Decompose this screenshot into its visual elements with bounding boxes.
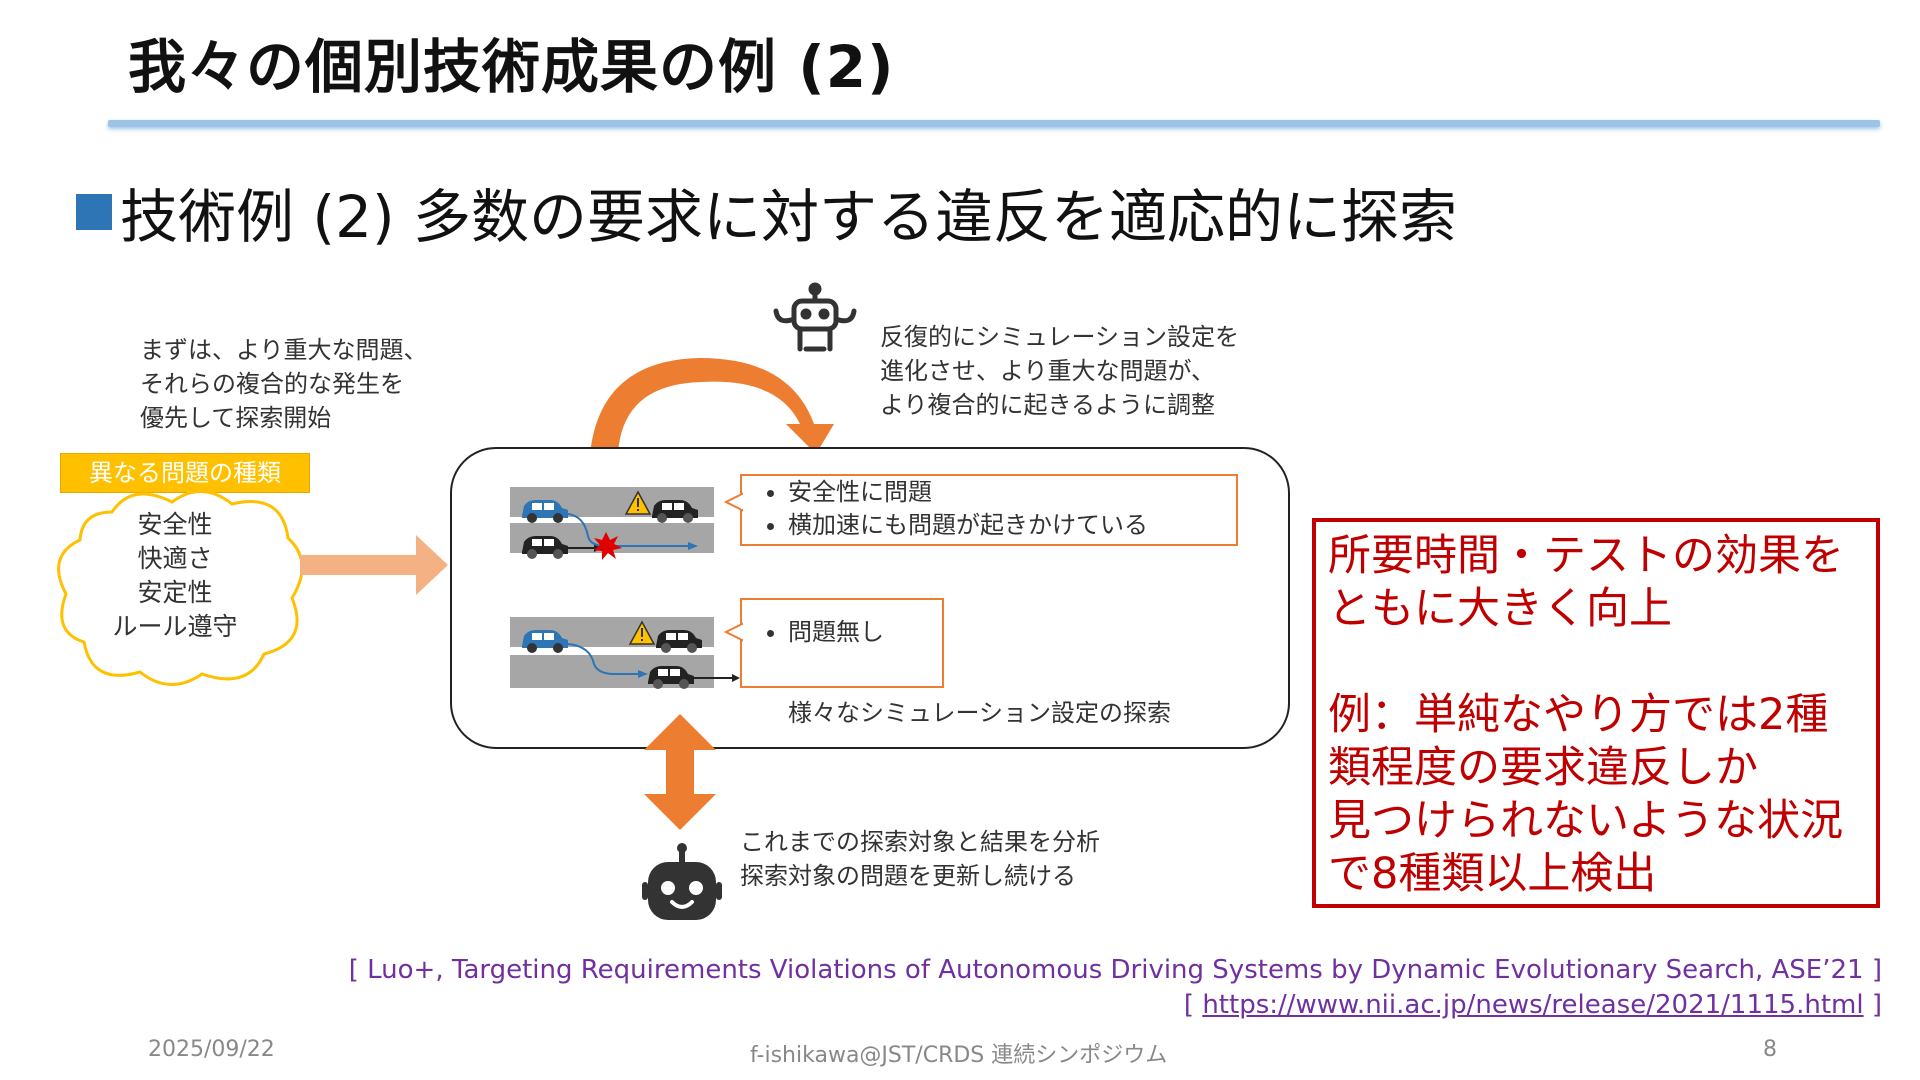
bullet-square-icon (76, 194, 112, 230)
footer-date: 2025/09/22 (148, 1037, 275, 1062)
note-left: まずは、より重大な問題、 それらの複合的な発生を 優先して探索開始 (140, 336, 428, 432)
problem-types-label: 異なる問題の種類 (60, 453, 310, 493)
car-icon (648, 666, 694, 689)
callout1-pointer (723, 492, 745, 512)
bullet-heading-text: 技術例 (2) 多数の要求に対する違反を適応的に探索 (120, 183, 1458, 251)
page-title: 我々の個別技術成果の例 (2) (128, 33, 895, 101)
title-divider (108, 120, 1880, 127)
callout-item: 横加速にも問題が起きかけている (788, 509, 1236, 542)
callout-no-issue: 問題無し (740, 598, 944, 688)
reference-url: [ https://www.nii.ac.jp/news/release/202… (1184, 990, 1882, 1020)
car-icon (522, 630, 568, 653)
car-icon (522, 536, 568, 559)
scenario1-graphic (522, 490, 698, 560)
input-arrow-icon (300, 535, 448, 595)
scenario2-graphic (522, 620, 740, 689)
warning-icon (628, 620, 656, 645)
car-icon (652, 500, 698, 523)
warning-icon (624, 490, 652, 515)
callout-item: 安全性に問題 (788, 476, 1236, 509)
exploration-label: 様々なシミュレーション設定の探索 (788, 699, 1172, 727)
car-icon (656, 630, 702, 653)
reference-link[interactable]: https://www.nii.ac.jp/news/release/2021/… (1202, 990, 1864, 1020)
callout-item: 問題無し (788, 616, 942, 649)
footer-page-number: 8 (1763, 1037, 1777, 1062)
collision-icon (594, 532, 622, 560)
car-icon (522, 500, 568, 523)
reference-bracket-close: ] (1863, 990, 1882, 1020)
problem-types-list: 安全性 快適さ 安定性 ルール遵守 (112, 510, 238, 641)
footer-author: f-ishikawa@JST/CRDS 連続シンポジウム (750, 1043, 1168, 1068)
robot-antenna-icon (773, 282, 857, 352)
callout-safety-issue: 安全性に問題 横加速にも問題が起きかけている (740, 474, 1238, 546)
bullet-heading: 技術例 (2) 多数の要求に対する違反を適応的に探索 (76, 170, 1457, 254)
reference-bracket-open: [ (1183, 990, 1203, 1020)
note-right: 反復的にシミュレーション設定を 進化させ、より重大な問題が、 より複合的に起きる… (880, 323, 1240, 419)
cloud-shape (57, 490, 304, 686)
result-summary-box: 所要時間・テストの効果を ともに大きく向上 例：単純なやり方では2種 類程度の要… (1312, 518, 1880, 908)
iteration-arrow-icon (590, 358, 834, 454)
analysis-double-arrow-icon (644, 714, 716, 830)
callout2-pointer (723, 622, 745, 642)
note-bottom: これまでの探索対象と結果を分析 探索対象の問題を更新し続ける (740, 828, 1100, 890)
reference-paper: [ Luo+, Targeting Requirements Violation… (348, 955, 1882, 985)
robot-face-icon (642, 843, 722, 920)
